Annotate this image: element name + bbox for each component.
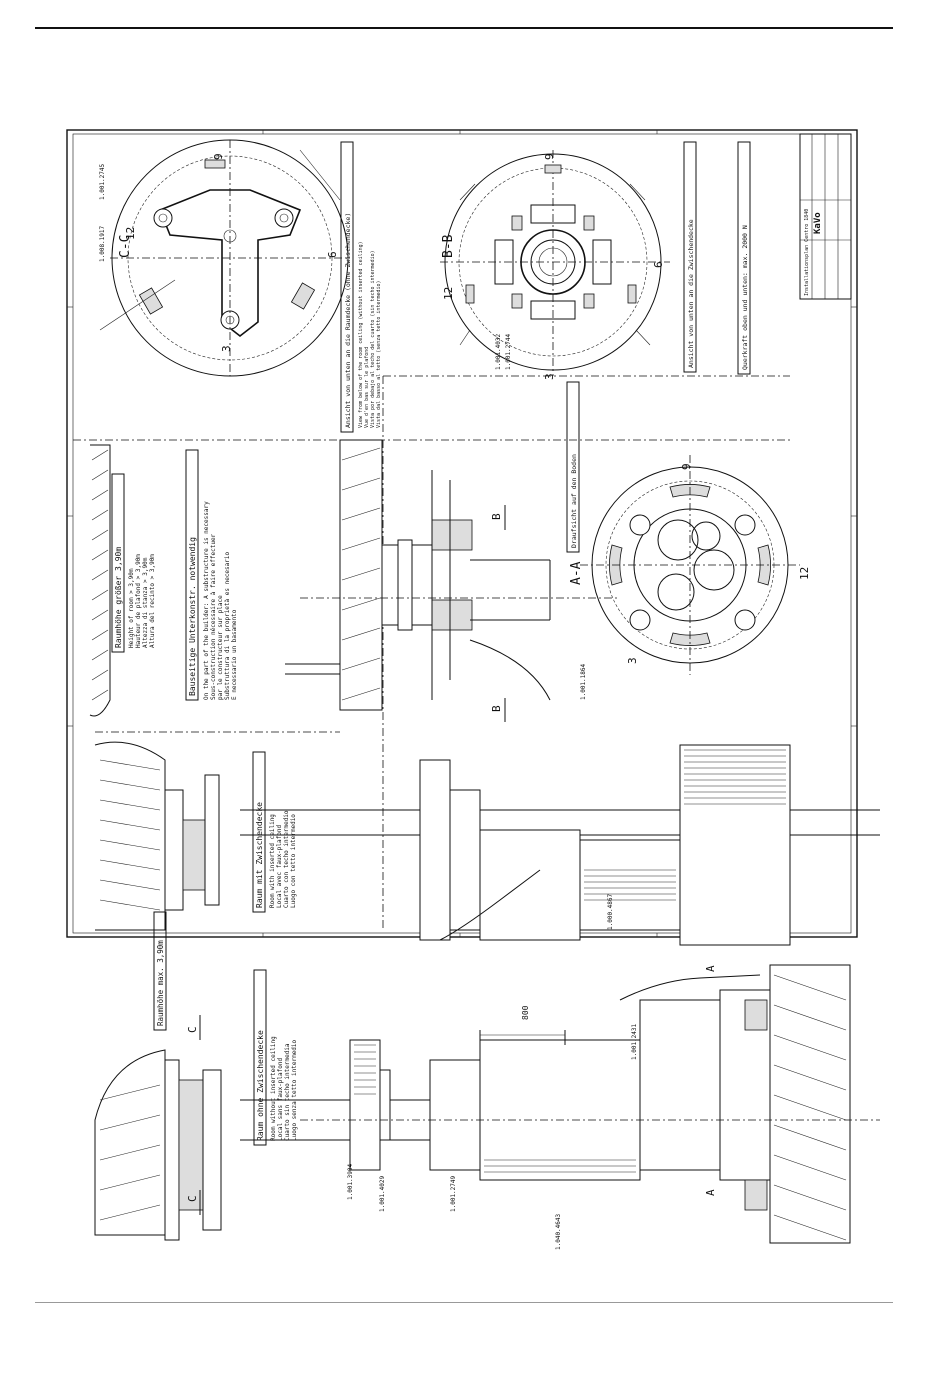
cut-a-lower: A bbox=[704, 1189, 717, 1196]
builder-box bbox=[185, 449, 199, 701]
builder-line-2: Sous-construction nécessaire à faire eff… bbox=[210, 533, 217, 700]
cut-c-upper: C bbox=[186, 1026, 199, 1033]
view-below-line-4: Vista dal basso al tetto (senza tetto in… bbox=[376, 280, 382, 428]
ref-1-001-2749: 1.001.2749 bbox=[450, 1175, 457, 1212]
builder-line-1: On the part of the builder: A substructu… bbox=[203, 501, 210, 700]
drawing-frame bbox=[66, 129, 858, 938]
dimension-800: 800 bbox=[521, 1005, 530, 1020]
aa-clock-3: 3 bbox=[626, 657, 639, 664]
cc-clock-3: 3 bbox=[220, 345, 233, 352]
ref-1-000-4867: 1.000.4867 bbox=[607, 893, 614, 930]
bb-clock-9: 9 bbox=[543, 153, 556, 160]
section-cc-view bbox=[99, 139, 350, 377]
cut-b-upper: B bbox=[490, 513, 503, 520]
ref-1-001-2745: 1.001.2745 bbox=[99, 163, 106, 200]
cut-a-upper: A bbox=[704, 965, 717, 972]
section-aa-view bbox=[580, 455, 800, 675]
drawing-inner-frame bbox=[72, 133, 852, 934]
bb-clock-12: 12 bbox=[442, 287, 455, 300]
ceiling-mount-upper bbox=[285, 439, 620, 711]
view-below-title: Ansicht von unten an die Raumdecke (ohne… bbox=[344, 213, 352, 428]
view-below-line-3: Vista por debajo al techo del cuarto (si… bbox=[370, 250, 376, 428]
view-floor-box bbox=[566, 381, 580, 553]
height-greater-box bbox=[111, 473, 125, 653]
transverse-box bbox=[737, 141, 751, 375]
bb-clock-3: 3 bbox=[543, 373, 556, 380]
ref-1-001-2431: 1.001.2431 bbox=[631, 1023, 638, 1060]
cc-clock-9: 9 bbox=[212, 153, 225, 160]
without-ceiling-title: Raum ohne Zwischendecke bbox=[256, 1030, 265, 1141]
ref-1-001-4032: 1.001.4032 bbox=[495, 333, 502, 370]
ref-1-001-3904: 1.001.3904 bbox=[347, 1163, 354, 1200]
height-greater-line-4: Altura del recinto > 3,90m bbox=[149, 554, 156, 648]
column-lower-body bbox=[300, 964, 880, 1244]
title-block-brand: KaVo bbox=[813, 212, 823, 234]
ref-1-001-2744: 1.001.2744 bbox=[505, 333, 512, 370]
ref-1-001-4029: 1.001.4029 bbox=[379, 1175, 386, 1212]
builder-line-3: par le constructeur sur place bbox=[217, 595, 224, 700]
height-greater-line-2: Hauteur de plafond > 3,90m bbox=[135, 554, 142, 648]
ceiling-greater-hatch bbox=[89, 444, 111, 717]
without-ceiling-line-2: Local sans faux-plafond bbox=[277, 1058, 284, 1141]
height-max-box bbox=[153, 911, 167, 1031]
ref-1-008-1917: 1.008.1917 bbox=[99, 225, 106, 262]
section-bb-label: B-B bbox=[441, 234, 456, 258]
with-ceiling-line-1: Room with inserted ceiling bbox=[269, 814, 276, 908]
without-ceiling-line-4: Luogo senza tetto intermedio bbox=[291, 1039, 298, 1141]
ref-1-040-4643: 1.040.4643 bbox=[555, 1213, 562, 1250]
height-greater-line-1: Height of room > 3,90m bbox=[128, 568, 135, 648]
with-ceiling-line-4: Luogo con tetto intermedio bbox=[290, 814, 297, 908]
builder-line-5: E necessario un basamento bbox=[231, 609, 238, 700]
height-max-title: Raumhöhe max. 3,90m bbox=[156, 940, 165, 1026]
view-floor-title: Draufsicht auf den Boden bbox=[570, 454, 578, 548]
builder-line-4: Substruttura di la proprietà es necesari… bbox=[224, 552, 231, 700]
aa-clock-12: 12 bbox=[798, 567, 811, 580]
with-ceiling-title: Raum mit Zwischendecke bbox=[255, 802, 264, 908]
transverse-title: Querkraft oben und unten: max. 2000 N bbox=[741, 225, 749, 370]
section-bb-view bbox=[440, 150, 670, 376]
zone-ticks bbox=[67, 130, 857, 937]
view-below-line-1: View from below of the room ceiling (wit… bbox=[358, 241, 364, 428]
top-rule bbox=[35, 27, 893, 29]
column-upper-body bbox=[419, 744, 791, 946]
bb-clock-6: 6 bbox=[652, 261, 665, 268]
cut-c-lower: C bbox=[186, 1195, 199, 1202]
cut-b-lower: B bbox=[490, 705, 503, 712]
cc-clock-12: 12 bbox=[124, 227, 137, 240]
cc-clock-6: 6 bbox=[326, 251, 339, 258]
with-ceiling-line-3: Cuarto con techo intermedio bbox=[283, 810, 290, 908]
ceiling-without-insert-hatch bbox=[94, 1049, 850, 1241]
without-ceiling-line-1: Room without inserted ceiling bbox=[270, 1036, 277, 1141]
zone-dividers bbox=[73, 375, 790, 930]
without-ceiling-line-3: Cuarto sin techo intermedia bbox=[284, 1043, 291, 1141]
ref-1-001-1864: 1.001.1864 bbox=[580, 663, 587, 700]
view-below2-title: Ansicht von unten an die Zwischendecke bbox=[687, 219, 695, 368]
bottom-rule bbox=[35, 1302, 893, 1303]
with-ceiling-line-2: Local avec faux-plafond bbox=[276, 825, 283, 908]
section-cc-label: C-C bbox=[118, 235, 133, 258]
title-block bbox=[799, 133, 852, 300]
height-greater-title: Raumhöhe größer 3,90m bbox=[114, 547, 123, 648]
builder-title: Bauseitige Unterkonstr. notwendig bbox=[188, 537, 197, 696]
view-below-box bbox=[340, 141, 354, 433]
section-aa-label: A-A bbox=[569, 561, 584, 585]
aa-clock-9: 9 bbox=[680, 463, 693, 470]
with-ceiling-box bbox=[252, 751, 266, 913]
view-below-line-2: Vue d'en bas sur le plafond bbox=[364, 347, 370, 428]
view-below2-box bbox=[683, 141, 697, 373]
without-ceiling-box bbox=[253, 969, 267, 1146]
title-block-title: Installationsplan Centro 1840 bbox=[804, 209, 810, 296]
height-greater-line-3: Altezza di stanza > 3,90m bbox=[142, 557, 149, 648]
